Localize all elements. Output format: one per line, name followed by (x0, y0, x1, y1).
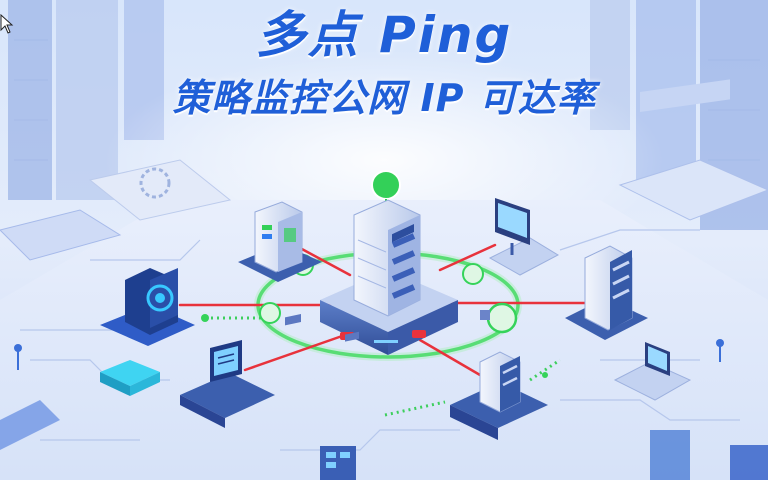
dashboard-card (88, 159, 232, 221)
mouse-pointer-icon (0, 14, 14, 34)
chip-components (285, 310, 490, 342)
laptop-device (618, 79, 768, 221)
node-firewall-left (100, 268, 195, 346)
storage-stack (100, 360, 160, 396)
central-server (320, 199, 458, 355)
page-title: 多点 Ping (255, 6, 513, 64)
foreground-devices (0, 400, 768, 480)
dotted-traces (205, 316, 561, 417)
node-server-lower-center (450, 351, 548, 440)
page-subtitle: 策略监控公网 IP 可达率 (172, 76, 596, 120)
connection-links (178, 243, 592, 377)
node-server-upper-left (238, 201, 322, 282)
node-monitor-lower-left (180, 340, 275, 428)
node-rack-right (565, 245, 648, 340)
sensor-pins (14, 339, 724, 370)
keyboard-slab (0, 209, 122, 261)
node-monitor-far-right (613, 342, 692, 401)
node-monitor-upper-right (488, 198, 560, 276)
